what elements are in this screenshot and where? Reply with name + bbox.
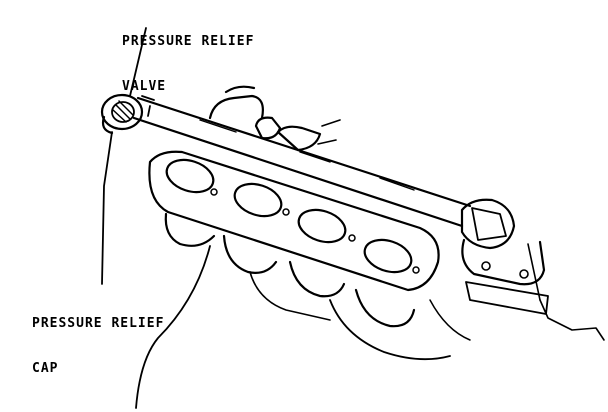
manifold-flange <box>148 150 440 292</box>
fuel-rail <box>132 95 472 228</box>
engine-edge <box>527 243 605 341</box>
manifold-runners <box>164 212 471 361</box>
valve-label: PRESSURE RELIEF VALVE <box>122 4 254 124</box>
cap-label-line2: CAP <box>32 361 59 376</box>
valve-label-line1: PRESSURE RELIEF <box>122 34 255 49</box>
manifold-hose-line <box>135 245 211 409</box>
cap-leader <box>101 131 113 285</box>
leader-lines <box>101 27 211 409</box>
valve-label-line2: VALVE <box>122 79 167 94</box>
valve-leader <box>129 27 147 97</box>
fuel-injectors <box>208 85 341 152</box>
fuel-pressure-regulator <box>460 198 549 315</box>
cap-label-line1: PRESSURE RELIEF <box>32 316 165 331</box>
pressure-relief-valve <box>100 93 144 135</box>
cap-label: PRESSURE RELIEF CAP <box>32 286 164 406</box>
